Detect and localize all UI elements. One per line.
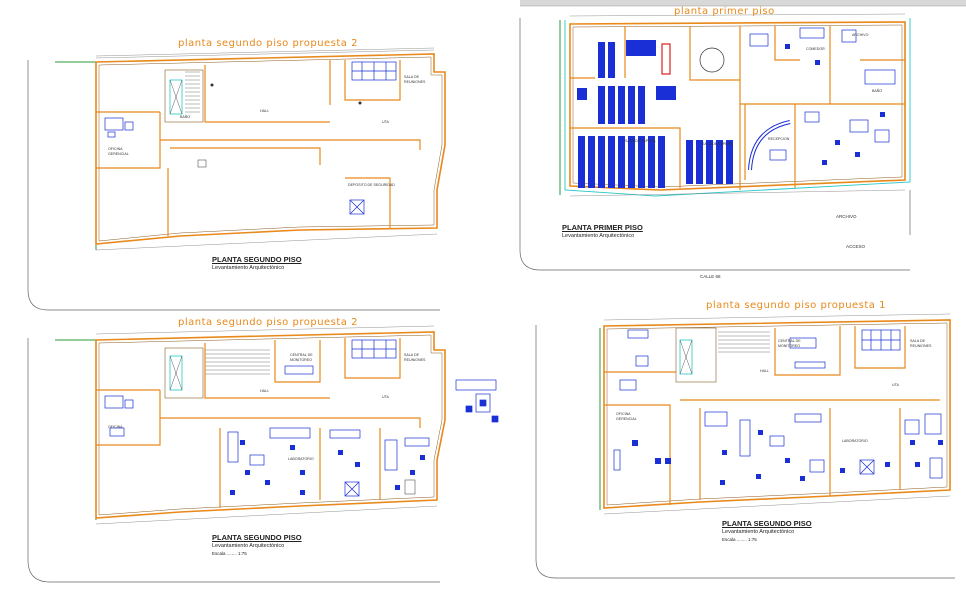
plan-title: planta segundo piso propuesta 2: [178, 38, 358, 49]
plan-title: planta primer piso: [674, 6, 775, 17]
room-label: SALA DE: [404, 353, 420, 357]
room-label: HALL: [260, 109, 269, 113]
caption-subtitle: Levantamiento Arquitectónico: [722, 529, 795, 535]
viewport-header-strip: [520, 0, 966, 6]
room-label: UTA: [382, 395, 390, 399]
room-label: UTA: [382, 120, 390, 124]
room-label: OFICINA: [108, 425, 123, 429]
room-label: ARCHIVO: [852, 33, 869, 37]
plan-top-right: SALA DE ESPERA SALA DE ESPERA RECEPCION …: [519, 13, 911, 271]
plan-bottom-left: CENTRAL DE MONITOREO HALL OFICINA SALA D…: [27, 325, 446, 583]
caption-scale: Escala ........ 1:75: [722, 537, 757, 542]
plan-top-left: BAÑO HALL OFICINA GERENCIAL SALA DE REUN…: [27, 47, 446, 311]
plan-caption: PLANTA SEGUNDO PISO Levantamiento Arquit…: [722, 520, 812, 544]
street-label: CALLE 68: [700, 274, 721, 279]
plan-caption: PLANTA SEGUNDO PISO Levantamiento Arquit…: [212, 256, 302, 272]
room-label: SALA DE: [910, 339, 926, 343]
room-label: REUNIONES: [910, 344, 932, 348]
room-label: HALL: [760, 369, 769, 373]
plan-caption: PLANTA PRIMER PISO Levantamiento Arquite…: [562, 224, 643, 240]
room-label: SALA DE: [404, 75, 420, 79]
caption-title: PLANTA PRIMER PISO: [562, 223, 643, 232]
caption-subtitle: Levantamiento Arquitectónico: [212, 265, 285, 271]
street-label: ARCHIVO: [836, 214, 857, 219]
room-label: GERENCIAL: [616, 417, 637, 421]
room-label: OFICINA: [616, 412, 631, 416]
plan-caption: PLANTA SEGUNDO PISO Levantamiento Arquit…: [212, 534, 302, 558]
room-label: CENTRAL DE: [778, 339, 801, 343]
caption-title: PLANTA SEGUNDO PISO: [212, 533, 302, 542]
caption-subtitle: Levantamiento Arquitectónico: [212, 543, 285, 549]
room-label: REUNIONES: [404, 358, 426, 362]
room-label: LABORATORIO: [288, 457, 314, 461]
room-label: BAÑO: [872, 88, 882, 93]
furniture-block-sample: [455, 379, 499, 423]
room-label: OFICINA: [108, 147, 123, 151]
plan-bottom-right: CENTRAL DE MONITOREO HALL OFICINA GERENC…: [535, 313, 955, 579]
room-label: COMEDOR: [806, 47, 825, 51]
room-label: MONITOREO: [778, 344, 800, 348]
room-label: MONITOREO: [290, 358, 312, 362]
caption-scale: Escala ........ 1:75: [212, 551, 247, 556]
street-label: ACCESO: [846, 244, 866, 249]
room-label: RECEPCION: [768, 137, 790, 141]
plan-title: planta segundo piso propuesta 1: [706, 300, 886, 311]
room-label: REUNIONES: [404, 80, 426, 84]
room-label: LABORATORIO: [842, 439, 868, 443]
plan-title: planta segundo piso propuesta 2: [178, 317, 358, 328]
caption-title: PLANTA SEGUNDO PISO: [212, 255, 302, 264]
caption-title: PLANTA SEGUNDO PISO: [722, 519, 812, 528]
room-label: GERENCIAL: [108, 152, 129, 156]
room-label: UTA: [892, 383, 900, 387]
room-label: SALA DE ESPERA: [702, 142, 733, 146]
room-label: CENTRAL DE: [290, 353, 313, 357]
caption-subtitle: Levantamiento Arquitectónico: [562, 233, 635, 239]
room-label: HALL: [260, 389, 269, 393]
room-label: SALA DE ESPERA: [625, 139, 656, 143]
room-label: DEPOSITO DE SEGURIDAD: [348, 183, 395, 187]
room-label: BAÑO: [180, 114, 190, 119]
